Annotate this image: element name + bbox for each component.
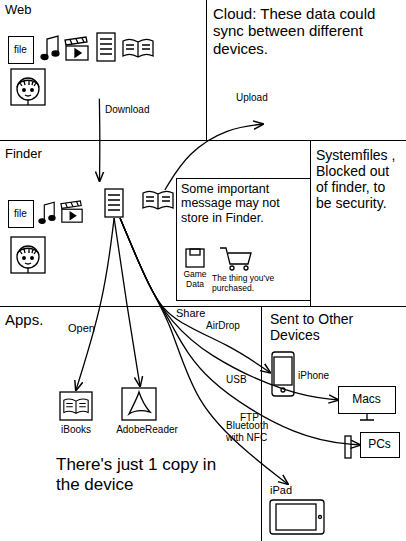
edge-label: Upload — [236, 92, 286, 104]
arrow-connector — [114, 218, 140, 386]
pc-device: PCs — [360, 432, 400, 458]
file-icon: file — [8, 200, 34, 228]
picture-icon — [11, 69, 45, 105]
mac-device: Macs — [338, 386, 396, 414]
file-icon: file — [8, 36, 34, 64]
music-icon — [39, 202, 55, 223]
book-icon — [123, 40, 153, 57]
cart-wheel — [244, 266, 248, 270]
edge-label: USB — [226, 374, 266, 386]
cart-wheel — [230, 266, 234, 270]
video-icon — [65, 37, 88, 60]
ipad-icon — [270, 500, 324, 534]
node-text: PCs — [361, 438, 398, 452]
note-label: Game Data — [178, 270, 212, 290]
arrow-connector — [120, 218, 288, 484]
node-text: Web — [5, 3, 85, 18]
node-text: Cloud: These data could sync between dif… — [213, 5, 401, 57]
node-text: Sent to Other Devices — [270, 311, 402, 343]
arrow-connector — [120, 218, 338, 400]
book-icon — [143, 192, 173, 209]
iphone-screen — [274, 357, 292, 385]
apps-section: Apps.iBooksAdobeReader — [0, 307, 262, 541]
mac-stand — [360, 414, 374, 420]
web-section: Web file — [0, 0, 207, 141]
iphone-device: iPhone — [270, 350, 340, 400]
arrow-connector — [165, 124, 263, 190]
ipad-screen — [276, 504, 316, 530]
ipad-device: iPad — [266, 484, 328, 538]
node-text: Macs — [339, 393, 394, 407]
node-text: iPhone — [298, 370, 340, 382]
adobe-reader-app: AdobeReader — [112, 386, 182, 440]
picture-icon — [11, 237, 45, 273]
node-text: Some important message may not store in … — [181, 182, 306, 225]
icon-group — [11, 33, 374, 534]
music-icon — [41, 36, 59, 60]
arrow-connector — [120, 218, 270, 372]
arrow-connector — [76, 218, 114, 390]
node-text: Systemfiles , Blocked out of finder, to … — [316, 147, 404, 211]
pc-tower — [345, 436, 351, 458]
document-icon — [105, 189, 123, 217]
adobe-icon — [129, 392, 150, 414]
adobe-icon — [122, 388, 156, 420]
arrow-connector — [99, 99, 101, 181]
edge-label: Bluetooth with NFC — [226, 420, 282, 443]
note-label: There's just 1 copy in the device — [56, 455, 228, 494]
cloud-section: Cloud: These data could sync between dif… — [207, 0, 406, 141]
game-icon — [190, 249, 200, 255]
ibooks-icon — [64, 399, 88, 413]
node-text: file — [9, 208, 32, 220]
edge-label: Open — [68, 322, 108, 335]
arrow-connector — [120, 218, 360, 445]
node-text: iBooks — [55, 424, 97, 436]
devices-section: Sent to Other Devices iPhoneMacsPCs iPad — [262, 307, 406, 541]
document-icon — [97, 33, 115, 61]
system-files-section: Systemfiles , Blocked out of finder, to … — [311, 141, 406, 307]
node-text: AdobeReader — [112, 424, 182, 436]
game-icon — [186, 249, 204, 267]
ipad-button — [319, 516, 322, 519]
edge-label: AirDrop — [206, 320, 256, 332]
node-text: iPad — [270, 484, 320, 497]
ibooks-icon — [60, 392, 92, 420]
node-text: Finder — [5, 147, 85, 162]
video-icon — [61, 201, 82, 222]
ibooks-app: iBooks — [55, 390, 97, 440]
note-label: Share — [176, 307, 216, 320]
node-text: file — [9, 44, 32, 56]
cart-icon — [220, 248, 251, 264]
edge-label: Download — [105, 104, 165, 116]
note-label: The thing you've purchased. — [212, 274, 306, 294]
